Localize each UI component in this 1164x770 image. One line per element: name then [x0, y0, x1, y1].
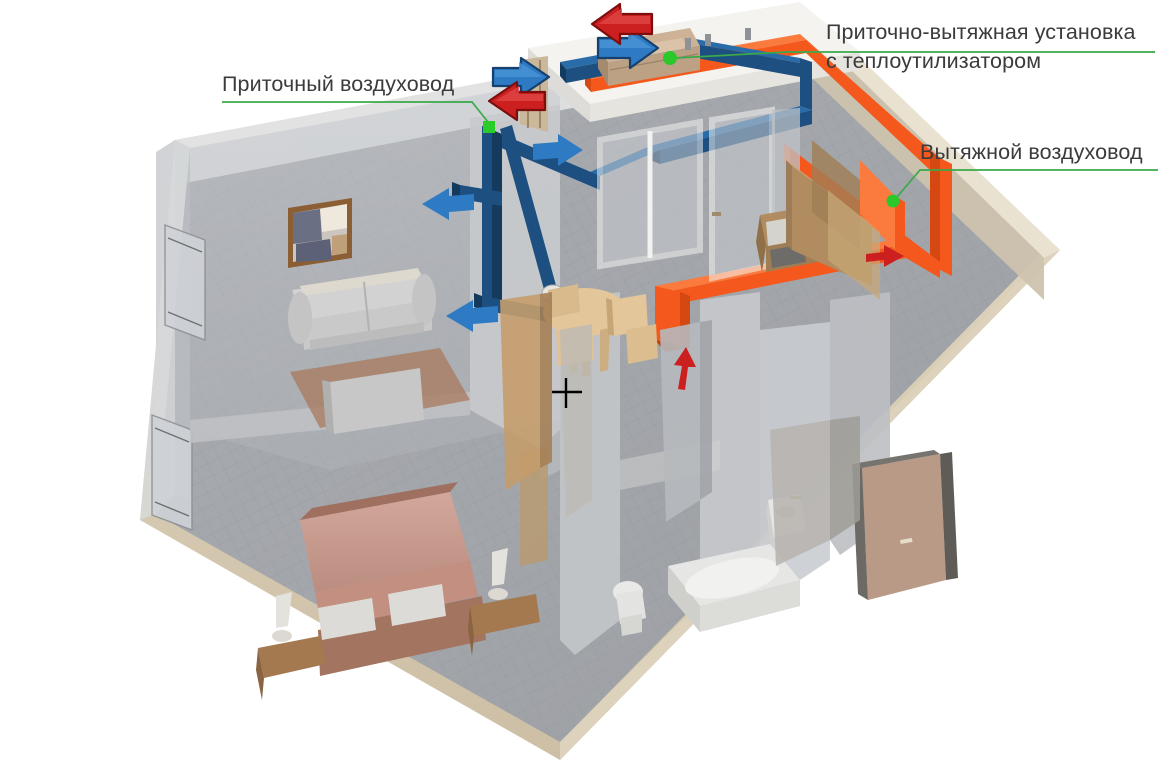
- interior-wall-kitchen: [660, 320, 712, 522]
- living-room: [288, 198, 470, 434]
- exhaust-duct-label: Вытяжной воздуховод: [920, 140, 1143, 164]
- wall-picture: [288, 198, 352, 268]
- roof-fixtures: [685, 28, 751, 50]
- bathtub: [668, 544, 800, 632]
- exhaust-duct-leader: [896, 169, 1158, 198]
- supply-duct-marker: [483, 121, 495, 133]
- exhaust-intake-arrow-kitchen: [866, 245, 904, 267]
- nightstand-right: [468, 548, 540, 656]
- supply-branch-arrow-living-lower: [446, 300, 498, 332]
- entry-door: [852, 450, 958, 600]
- double-bed: [300, 482, 486, 676]
- exterior-window-upper: [164, 223, 206, 342]
- kitchen: [543, 140, 880, 377]
- toilet: [613, 581, 646, 636]
- ahu-leader: [675, 51, 1155, 59]
- exhaust-intake-arrow-dining: [674, 347, 696, 390]
- exhaust-air-in-arrow: [487, 80, 547, 122]
- outdoor-exhaust-arrow: [590, 2, 654, 46]
- supply-branch-arrow-hall: [533, 134, 583, 166]
- supply-duct-label: Приточный воздуховод: [222, 72, 455, 96]
- nightstand-left: [256, 592, 326, 700]
- air-handling-unit-label-line2: с теплоутилизатором: [826, 49, 1042, 73]
- leader-lines: [222, 51, 1158, 198]
- bedroom: [256, 448, 548, 700]
- exterior-window-lower: [151, 413, 193, 532]
- balcony-window: [597, 118, 703, 270]
- leader-markers: [483, 51, 900, 208]
- ahu-marker: [663, 51, 677, 65]
- supply-air-out-arrow: [491, 56, 551, 98]
- exhaust-duct-marker: [886, 194, 900, 208]
- origin-crosshair-marker: [552, 378, 582, 408]
- air-handling-unit-label: Приточно-вытяжная установка с теплоутили…: [826, 18, 1156, 76]
- supply-branch-arrow-living: [422, 188, 474, 220]
- air-handling-unit-label-line1: Приточно-вытяжная установка: [826, 20, 1136, 44]
- sofa: [288, 268, 436, 350]
- entrance-hall: [500, 292, 958, 600]
- supply-duct-leader: [222, 101, 493, 128]
